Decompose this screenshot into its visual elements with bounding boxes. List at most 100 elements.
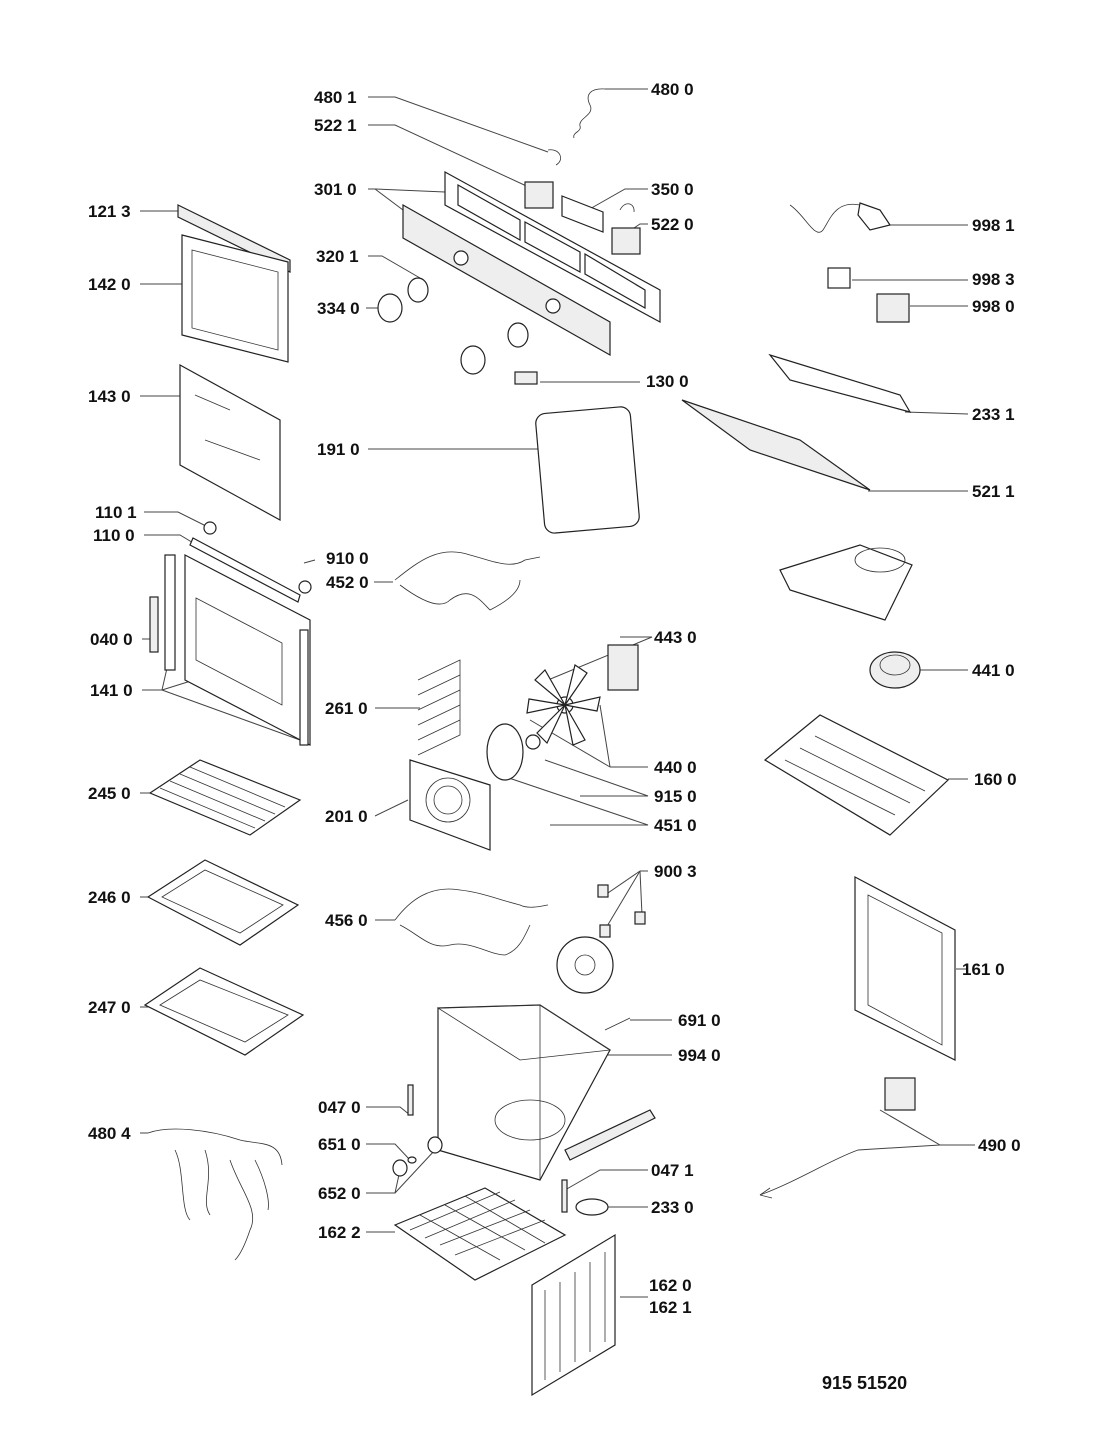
inner-door-141-0 bbox=[164, 554, 311, 746]
nut-915-0 bbox=[525, 734, 541, 750]
cable-490-0 bbox=[759, 1077, 916, 1199]
part-label: 143 0 bbox=[88, 387, 131, 406]
part-label: 162 1 bbox=[649, 1298, 692, 1317]
side-rack-261-0 bbox=[417, 659, 461, 756]
part-label: 900 3 bbox=[654, 862, 697, 881]
part-label: 130 0 bbox=[646, 372, 689, 391]
selector-522-0 bbox=[611, 227, 641, 255]
label-998-3 bbox=[827, 267, 851, 289]
manual-998-0 bbox=[876, 293, 910, 323]
grill-element-452-0 bbox=[394, 551, 541, 611]
fan-plate bbox=[556, 936, 614, 994]
wire-480-0 bbox=[573, 88, 606, 139]
part-label: 201 0 bbox=[325, 807, 368, 826]
part-label: 247 0 bbox=[88, 998, 131, 1017]
sensor-047-1 bbox=[561, 1179, 568, 1213]
part-label: 451 0 bbox=[654, 816, 697, 835]
part-label: 651 0 bbox=[318, 1135, 361, 1154]
part-label: 160 0 bbox=[974, 770, 1017, 789]
back-panel-162-0 bbox=[531, 1233, 616, 1397]
part-label: 456 0 bbox=[325, 911, 368, 930]
sensor-047-0 bbox=[407, 1084, 414, 1116]
part-label: 161 0 bbox=[962, 960, 1005, 979]
part-label: 998 1 bbox=[972, 216, 1015, 235]
part-label: 040 0 bbox=[90, 630, 133, 649]
part-label: 142 0 bbox=[88, 275, 131, 294]
document-number: 915 51520 bbox=[822, 1373, 908, 1393]
part-label: 301 0 bbox=[314, 180, 357, 199]
fan-cover-201-0 bbox=[409, 759, 491, 851]
harness-480-4 bbox=[147, 1128, 283, 1261]
glass-143-0 bbox=[179, 363, 281, 522]
part-label: 522 1 bbox=[314, 116, 357, 135]
part-label: 047 1 bbox=[651, 1161, 694, 1180]
knobs-334-0 bbox=[377, 277, 529, 375]
grid-245-0 bbox=[148, 759, 302, 836]
part-label: 652 0 bbox=[318, 1184, 361, 1203]
part-label: 490 0 bbox=[978, 1136, 1021, 1155]
board-521-1 bbox=[681, 399, 871, 491]
part-label: 141 0 bbox=[90, 681, 133, 700]
part-label: 261 0 bbox=[325, 699, 368, 718]
part-label: 350 0 bbox=[651, 180, 694, 199]
part-label: 162 0 bbox=[649, 1276, 692, 1295]
lamp-651-0 bbox=[407, 1156, 417, 1164]
side-panel-161-0 bbox=[854, 876, 956, 1061]
part-label: 440 0 bbox=[654, 758, 697, 777]
leader-lines bbox=[140, 88, 975, 1298]
part-label: 994 0 bbox=[678, 1046, 721, 1065]
clip-900-3 bbox=[597, 884, 609, 898]
part-label: 452 0 bbox=[326, 573, 369, 592]
part-label: 047 0 bbox=[318, 1098, 361, 1117]
shaft-691-0 bbox=[604, 1017, 631, 1031]
selector-522-1 bbox=[524, 181, 554, 209]
part-label: 233 1 bbox=[972, 405, 1015, 424]
lower-element-456-0 bbox=[394, 888, 549, 956]
part-label: 480 0 bbox=[651, 80, 694, 99]
part-label: 320 1 bbox=[316, 247, 359, 266]
lamp-652-0b bbox=[427, 1136, 443, 1154]
part-label: 915 0 bbox=[654, 787, 697, 806]
part-label: 910 0 bbox=[326, 549, 369, 568]
part-130-0 bbox=[514, 371, 538, 385]
part-label: 110 0 bbox=[93, 526, 135, 545]
part-110-0 bbox=[189, 537, 301, 603]
door-glass-142-0 bbox=[181, 234, 289, 363]
control-panel-301-0 bbox=[402, 170, 661, 357]
part-label: 233 0 bbox=[651, 1198, 694, 1217]
tray-246-0 bbox=[146, 859, 300, 946]
lamp-652-0a bbox=[392, 1159, 408, 1177]
part-label: 191 0 bbox=[317, 440, 360, 459]
part-label: 443 0 bbox=[654, 628, 697, 647]
rack-162-2 bbox=[393, 1187, 567, 1281]
part-350-0 bbox=[561, 195, 604, 233]
gasket-191-0 bbox=[535, 406, 640, 534]
hinge-040-0 bbox=[149, 596, 159, 653]
part-label: 521 1 bbox=[972, 482, 1015, 501]
bracket-233-1 bbox=[768, 353, 912, 413]
part-label: 480 4 bbox=[88, 1124, 131, 1143]
part-label: 245 0 bbox=[88, 784, 131, 803]
fan-440-0 bbox=[526, 664, 601, 746]
part-label: 334 0 bbox=[317, 299, 360, 318]
part-label: 691 0 bbox=[678, 1011, 721, 1030]
cable-998-1 bbox=[789, 203, 861, 233]
part-label: 522 0 bbox=[651, 215, 694, 234]
part-110-1 bbox=[203, 521, 217, 535]
part-label: 121 3 bbox=[88, 202, 131, 221]
rack-160-0 bbox=[763, 714, 950, 836]
part-label: 246 0 bbox=[88, 888, 131, 907]
wire-480-1 bbox=[547, 149, 561, 166]
ring-451-0 bbox=[486, 723, 524, 781]
part-label: 998 0 bbox=[972, 297, 1015, 316]
part-label: 162 2 bbox=[318, 1223, 361, 1242]
motor-443-0 bbox=[607, 644, 639, 691]
oven-cavity-994-0 bbox=[436, 1004, 656, 1181]
part-label: 110 1 bbox=[95, 503, 137, 522]
fan-441-0 bbox=[869, 651, 921, 689]
part-233-0 bbox=[575, 1198, 609, 1216]
cooling-duct bbox=[779, 544, 913, 621]
part-label: 998 3 bbox=[972, 270, 1015, 289]
part-label: 441 0 bbox=[972, 661, 1015, 680]
